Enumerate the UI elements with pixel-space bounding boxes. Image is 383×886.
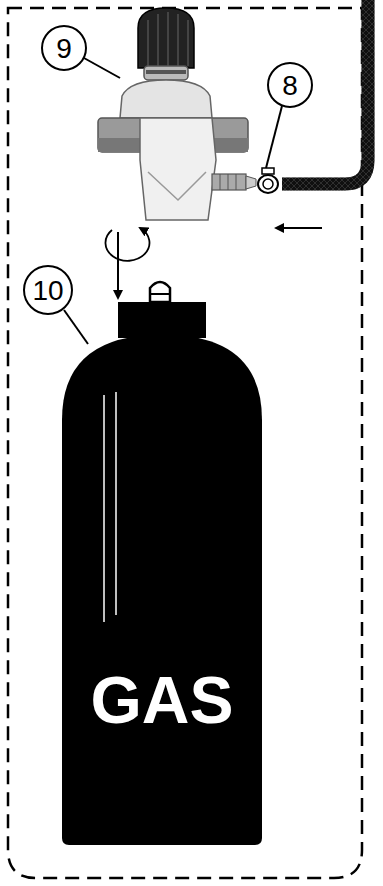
callout-number: 8 — [282, 72, 298, 100]
callout-number: 10 — [32, 277, 63, 305]
pressure-regulator — [98, 8, 256, 220]
screw-arrow — [105, 228, 149, 261]
callout-number: 9 — [56, 35, 72, 63]
callout-circles — [24, 26, 312, 344]
dashed-frame — [8, 8, 362, 878]
push-arrow — [276, 227, 322, 229]
gas-cylinder — [62, 282, 262, 845]
down-arrow — [117, 232, 119, 298]
cylinder-marking: GAS — [90, 667, 233, 733]
hose-clamp — [258, 168, 278, 193]
gas-hose — [282, 0, 368, 184]
